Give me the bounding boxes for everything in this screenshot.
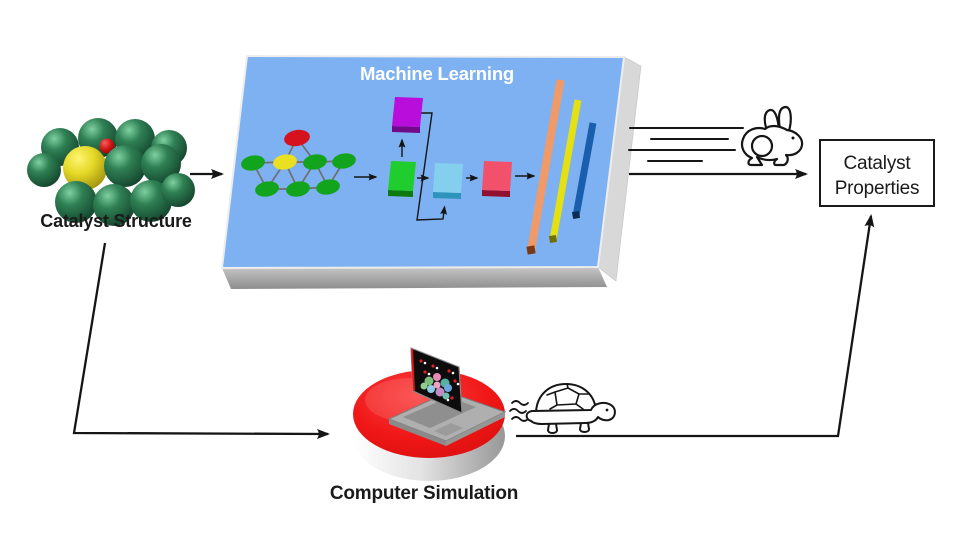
vector-bar-yellow-cap xyxy=(548,234,558,244)
speed-lines xyxy=(628,127,744,162)
graph-node-green xyxy=(303,154,327,170)
catalyst-properties-line1: Catalyst xyxy=(843,153,911,174)
vector-bar-orange xyxy=(527,79,565,252)
atom-sphere xyxy=(93,184,135,226)
dopant-atom-yellow xyxy=(63,146,107,190)
arrow-simulation-to-properties xyxy=(516,214,875,438)
laptop-base-edge xyxy=(389,419,446,446)
laptop-touchpad xyxy=(434,423,463,436)
graph-network xyxy=(241,129,356,197)
laptop-base-edge xyxy=(446,412,505,446)
nn-block-cyan-front xyxy=(433,192,461,199)
output-vectors xyxy=(526,79,597,255)
machine-learning-label: Machine Learning xyxy=(360,63,514,84)
catalyst-properties-line2: Properties xyxy=(835,178,920,199)
arrow-structure-to-simulation xyxy=(72,242,330,439)
slow-squiggles xyxy=(509,400,529,422)
vector-bar-blue-cap xyxy=(571,210,581,220)
nn-block-pink xyxy=(482,161,512,191)
laptop xyxy=(387,347,507,446)
vector-bar-yellow xyxy=(549,99,582,241)
catalyst-structure-label: Catalyst Structure xyxy=(40,211,192,231)
laptop-screen-edge xyxy=(411,348,415,392)
nn-block-pink-front xyxy=(482,190,510,197)
ml-platform xyxy=(220,54,642,289)
screen-molecule xyxy=(419,359,460,402)
catalyst-structure-cluster xyxy=(27,118,195,226)
rabbit-icon xyxy=(740,105,804,167)
slow-path xyxy=(509,383,616,434)
atom-sphere xyxy=(161,173,195,207)
graph-node-green xyxy=(316,179,340,195)
turtle-icon xyxy=(525,383,616,434)
graph-node-green xyxy=(286,181,310,197)
atom-sphere xyxy=(141,144,181,184)
vector-bar-blue xyxy=(572,122,597,217)
nn-block-green xyxy=(388,161,416,191)
atom-sphere xyxy=(55,181,97,223)
graph-node-green xyxy=(241,155,265,171)
graph-node-green xyxy=(332,153,356,169)
platform-front-face xyxy=(222,267,607,289)
fast-path xyxy=(628,105,808,179)
graph-node-yellow xyxy=(273,154,297,170)
atom-sphere xyxy=(27,153,61,187)
nn-block-purple-front xyxy=(392,126,420,133)
nn-block-cyan xyxy=(433,163,463,193)
dopant-atom-red xyxy=(99,138,115,154)
nn-layers xyxy=(354,97,536,221)
skip-connection xyxy=(416,112,448,221)
nn-block-green-front xyxy=(388,190,413,197)
computer-simulation-label: Computer Simulation xyxy=(330,483,518,504)
vector-bar-orange-cap xyxy=(526,245,536,255)
computer-simulation-platform xyxy=(353,347,507,481)
graph-node-red xyxy=(284,129,310,147)
graph-node-green xyxy=(255,181,279,197)
platform-top-face xyxy=(220,54,626,270)
atom-sphere xyxy=(104,145,146,187)
screen-molecule-dots xyxy=(419,359,460,402)
catalyst-properties-box: Catalyst Properties xyxy=(819,139,935,207)
nn-block-purple xyxy=(392,97,423,127)
